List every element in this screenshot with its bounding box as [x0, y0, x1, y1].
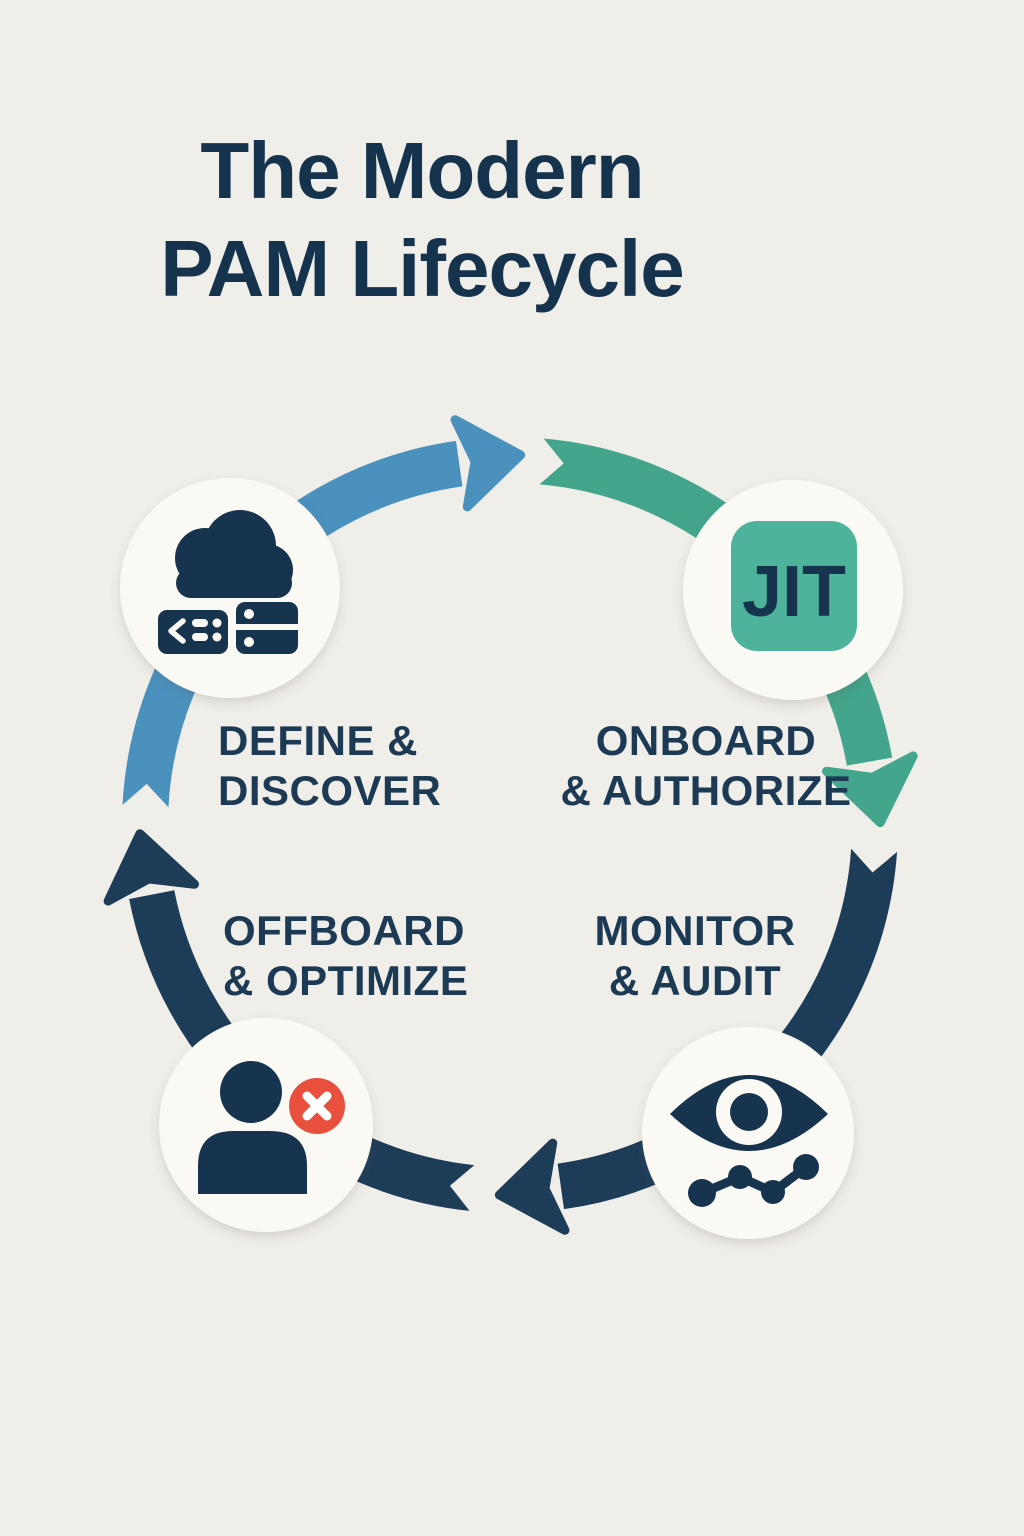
stage-label-monitor-audit: MONITOR & AUDIT — [515, 906, 875, 1006]
user-body — [198, 1131, 307, 1194]
jit-square — [731, 521, 857, 651]
stage-label-define-discover: DEFINE & DISCOVER — [218, 716, 441, 816]
stage-label-line: & OPTIMIZE — [223, 957, 469, 1004]
jit-text: JIT — [742, 552, 846, 632]
jit-badge-icon: JIT — [731, 521, 857, 651]
cloud-servers-icon — [158, 510, 298, 654]
stage-label-line: DEFINE & — [218, 717, 419, 764]
arrowhead-blue-icon — [455, 411, 527, 506]
stage-label-line: DISCOVER — [218, 767, 442, 814]
cloud-icon — [175, 510, 293, 598]
remove-badge-icon — [289, 1078, 345, 1134]
arrowhead-navy-left-icon — [97, 825, 195, 901]
stage-label-line: & AUTHORIZE — [560, 767, 852, 814]
arrowhead-navy-bottom-icon — [493, 1143, 565, 1238]
stage-label-onboard-authorize: ONBOARD & AUTHORIZE — [516, 716, 896, 816]
terminal-icon — [158, 610, 228, 654]
eye-analytics-icon — [670, 1075, 828, 1207]
user-remove-icon — [198, 1061, 345, 1194]
page-title: The Modern PAM Lifecycle — [0, 122, 844, 318]
x-icon — [302, 1091, 332, 1121]
page-title-line2: PAM Lifecycle — [160, 224, 684, 313]
trend-line-icon — [688, 1154, 819, 1207]
server-icon — [236, 602, 298, 654]
stage-label-line: MONITOR — [594, 907, 796, 954]
stage-label-line: & AUDIT — [608, 957, 782, 1004]
eye-pupil — [730, 1093, 768, 1131]
page-title-line1: The Modern — [200, 126, 644, 215]
stage-label-line: ONBOARD — [595, 717, 817, 764]
stage-circle-offboard — [159, 1018, 373, 1232]
user-head — [220, 1061, 282, 1123]
stage-label-offboard-optimize: OFFBOARD & OPTIMIZE — [223, 906, 468, 1006]
stage-label-line: OFFBOARD — [223, 907, 465, 954]
